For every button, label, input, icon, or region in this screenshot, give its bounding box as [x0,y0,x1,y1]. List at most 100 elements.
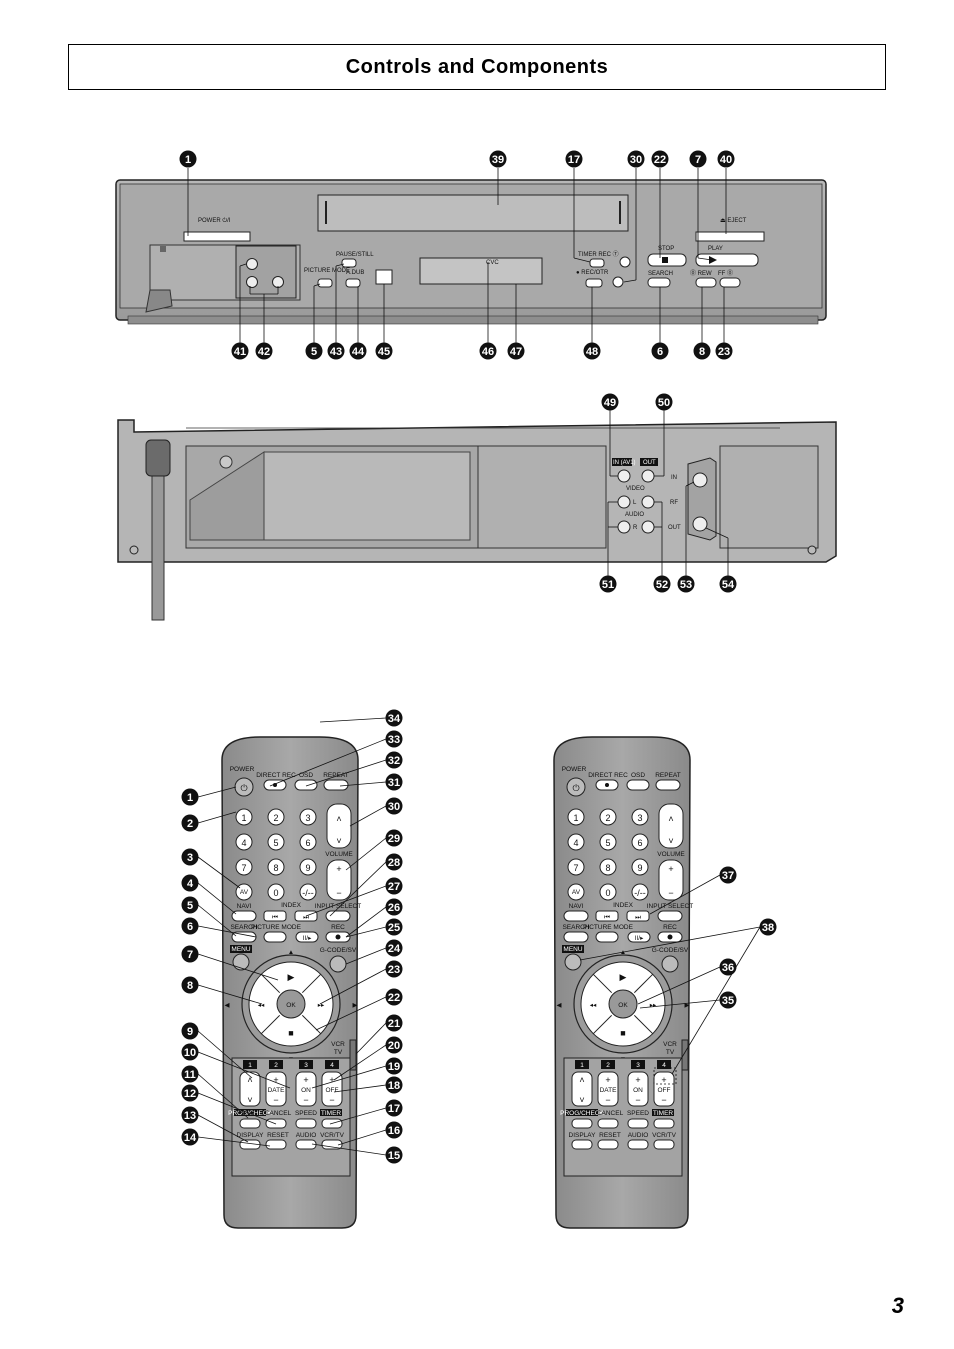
audio-button[interactable] [627,1139,649,1150]
ff-button[interactable] [719,277,741,288]
navi-button[interactable] [231,910,257,922]
digit-button-xxxx[interactable] [299,883,317,901]
date-rocker[interactable] [597,1071,619,1107]
digit-button-xxxx[interactable] [631,883,649,901]
timer-button[interactable] [653,1118,675,1129]
digit-button-7[interactable] [235,858,253,876]
digit-button-0[interactable] [267,883,285,901]
audio-in-jack[interactable] [272,276,284,288]
callout-22: 22 [385,988,403,1006]
pause-still-button[interactable] [341,258,357,268]
video-out-rear-jack[interactable] [641,469,655,483]
volume-rocker[interactable] [658,859,684,901]
vcr-tv-switch[interactable] [681,1039,689,1071]
digit-button-3[interactable] [299,808,317,826]
digit-button-5[interactable] [267,833,285,851]
channel-up-button[interactable] [619,256,631,268]
prog-check-button[interactable] [239,1118,261,1129]
osd-button[interactable] [626,779,650,791]
a-dub-button[interactable] [345,278,361,288]
av-button[interactable] [567,883,585,901]
digit-button-0[interactable] [599,883,617,901]
rec-dot-icon [667,934,673,940]
channel-rocker[interactable] [326,803,352,849]
power-button[interactable] [566,777,586,797]
digit-button-6[interactable] [631,833,649,851]
digit-button-4[interactable] [235,833,253,851]
input-select-button[interactable] [657,910,683,922]
cancel-button[interactable] [265,1118,287,1129]
menu-button[interactable] [232,953,250,971]
picture-mode-button[interactable] [263,931,287,943]
leader-line [305,885,387,917]
slow-button[interactable] [627,931,651,943]
rf-in-jack[interactable] [692,472,708,488]
on-rocker[interactable] [295,1071,317,1107]
digit-button-1[interactable] [567,808,585,826]
reset-button[interactable] [597,1139,619,1150]
digit-button-7[interactable] [567,858,585,876]
on-rocker[interactable] [627,1071,649,1107]
display-button[interactable] [571,1139,593,1150]
arrow-left-icon: ◀ [225,1002,231,1009]
digit-button-9[interactable] [631,858,649,876]
eject-button[interactable] [695,231,765,242]
slow-button[interactable] [295,931,319,943]
digit-label: 3 [305,813,310,823]
video-in-rear-jack[interactable] [617,469,631,483]
reset-button[interactable] [265,1139,287,1150]
program-rocker[interactable] [571,1071,593,1107]
digit-button-2[interactable] [599,808,617,826]
digit-button-8[interactable] [599,858,617,876]
picture-mode-button[interactable] [595,931,619,943]
cancel-button[interactable] [597,1118,619,1129]
speed-button[interactable] [627,1118,649,1129]
vcr-tv-switch[interactable] [349,1039,357,1071]
rew-button[interactable] [695,277,717,288]
ok-button[interactable] [276,989,306,1019]
index-next-button[interactable] [626,910,650,922]
ok-button[interactable] [608,989,638,1019]
search-button[interactable] [231,931,257,943]
power-button[interactable] [183,231,251,242]
index-prev-button[interactable] [263,910,287,922]
audio-l-in-jack[interactable] [617,495,631,509]
timer-rec-button[interactable] [589,258,605,268]
digit-button-8[interactable] [267,858,285,876]
vcr-tv-button[interactable] [321,1139,343,1150]
menu-button[interactable] [564,953,582,971]
digit-button-5[interactable] [599,833,617,851]
off-rocker[interactable] [653,1071,675,1107]
channel-rocker[interactable] [658,803,684,849]
g-code-button[interactable] [661,955,679,973]
digit-button-3[interactable] [631,808,649,826]
rf-out-jack[interactable] [692,516,708,532]
digit-button-1[interactable] [235,808,253,826]
audio-l-out-jack[interactable] [641,495,655,509]
digit-button-9[interactable] [299,858,317,876]
channel-down-button[interactable] [612,276,624,288]
picture-mode-button[interactable] [317,278,333,288]
audio-r-in-jack[interactable] [617,520,631,534]
index-prev-button[interactable] [595,910,619,922]
navi-button[interactable] [563,910,589,922]
volume-rocker[interactable] [326,859,352,901]
video-in-jack[interactable] [246,276,258,288]
digit-button-2[interactable] [267,808,285,826]
input-select-button[interactable] [325,910,351,922]
search-button[interactable] [563,931,589,943]
search-button[interactable] [647,277,671,288]
speed-button[interactable] [295,1118,317,1129]
audio-r-out-jack[interactable] [641,520,655,534]
vcr-tv-button[interactable] [653,1139,675,1150]
repeat-button[interactable] [655,779,681,791]
prog-check-button[interactable] [571,1118,593,1129]
digit-button-4[interactable] [567,833,585,851]
g-code-button[interactable] [329,955,347,973]
dv-jack[interactable] [246,258,258,270]
rec-otr-button[interactable] [585,278,603,288]
repeat-button[interactable] [323,779,349,791]
osd-button[interactable] [294,779,318,791]
digit-button-6[interactable] [299,833,317,851]
play-button[interactable] [695,253,759,267]
